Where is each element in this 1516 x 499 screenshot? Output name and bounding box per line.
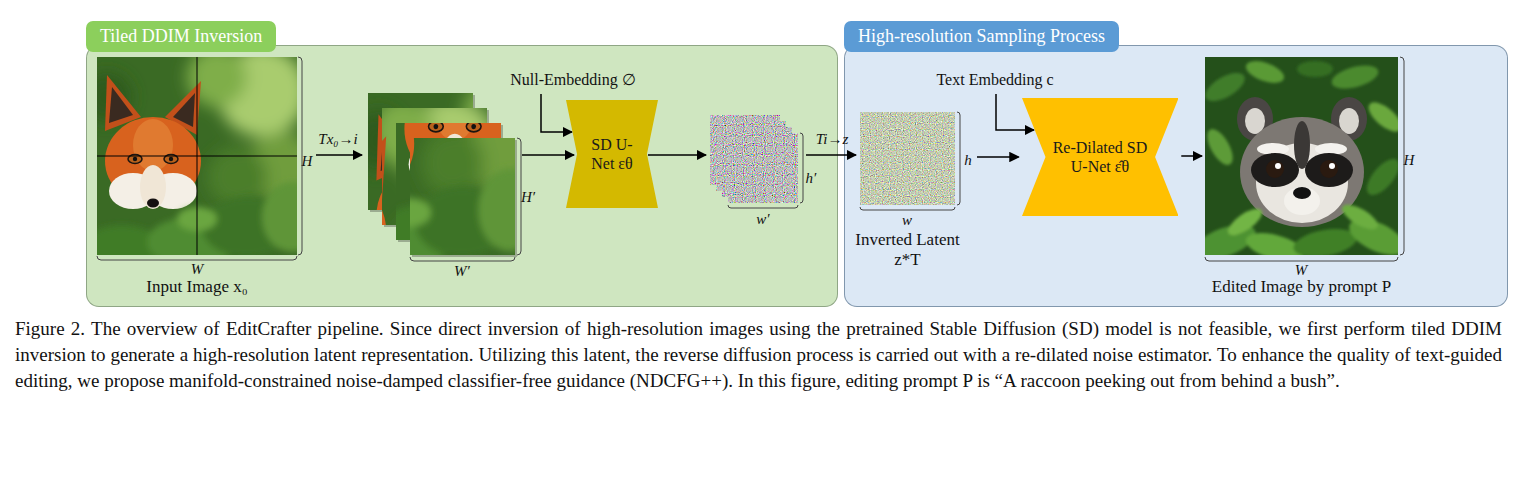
dimension-bracket (298, 57, 302, 255)
unet-box: SD U-Net εθ (566, 100, 658, 208)
latent-frame: Inverted Latent z*T (860, 112, 955, 205)
embedding-label: Null-Embedding ∅ (510, 71, 636, 89)
noise-tiles (710, 115, 780, 185)
dimension-bracket (1400, 57, 1404, 255)
noise-tiles (728, 133, 798, 203)
dimension-label: W (191, 260, 204, 278)
transform-label: Ti→z (816, 130, 849, 148)
dimension-bracket (410, 257, 515, 261)
panel-tab: High-resolution Sampling Process (844, 21, 1119, 52)
image-tiles (380, 0, 632, 257)
unet-shape (1022, 98, 1179, 216)
edited-image (1190, 57, 1410, 267)
embedding-label: Text Embedding c (936, 71, 1053, 89)
dimension-bracket (1205, 257, 1398, 261)
input-image (82, 47, 322, 269)
panel-title: Tiled DDIM Inversion (100, 26, 262, 46)
input-image (97, 57, 297, 255)
dimension-bracket (728, 205, 798, 208)
dimension-label: h (964, 151, 972, 169)
unet-shape (566, 100, 658, 208)
image-frame: Edited Image by prompt P (1205, 57, 1398, 255)
noise-tiles (722, 127, 792, 197)
image-caption: Edited Image by prompt P (1212, 277, 1391, 297)
image-tiles (289, 9, 541, 271)
dimension-bracket (97, 256, 297, 260)
flow-arrow (806, 154, 856, 156)
input-image (82, 47, 322, 269)
image-tiles (412, 140, 517, 257)
noise-tiles (716, 121, 786, 191)
unet-label: SD U-Net εθ (581, 135, 643, 173)
flow-connector (977, 156, 1019, 158)
dimension-bracket (97, 57, 1404, 261)
unet-box: Re-Dilated SD U-Net ε̂θ (1022, 98, 1179, 216)
dimension-bracket (860, 207, 955, 210)
edited-image (1190, 57, 1410, 267)
dimension-label: H (302, 152, 313, 170)
image-frame: Input Image x₀ (97, 57, 297, 255)
image-tiles (398, 125, 503, 242)
flow-arrow (541, 94, 572, 132)
dimension-bracket (800, 133, 803, 203)
flow-arrow (522, 154, 574, 156)
image-tiles (380, 0, 632, 257)
flow-arrow (648, 154, 706, 156)
dimension-label: H (1404, 151, 1415, 169)
unet-shape (1022, 98, 1179, 216)
dimension-bracket (517, 138, 521, 255)
unet-label: Re-Dilated SD U-Net ε̂θ (1048, 138, 1152, 176)
image-tiles (289, 9, 541, 271)
dimension-label: w′ (756, 210, 769, 228)
input-image (82, 47, 322, 269)
image-caption: Inverted Latent z*T (848, 230, 968, 270)
unet-shape (566, 100, 658, 208)
noise-tiles (710, 115, 798, 203)
dimension-label: h′ (806, 169, 817, 187)
flow-arrow (316, 154, 362, 156)
flow-arrow (996, 94, 1034, 130)
image-tiles (261, 0, 632, 359)
dimension-bracket (957, 112, 960, 205)
panel-tab: Tiled DDIM Inversion (86, 21, 276, 52)
image-tiles (352, 81, 604, 343)
image-tiles (370, 95, 475, 212)
dimension-label: w (902, 211, 912, 229)
image-tiles (352, 81, 604, 343)
dimension-label: H′ (521, 188, 535, 206)
latent-noise (860, 112, 955, 205)
dimension-label: W′ (454, 262, 470, 280)
image-tiles (384, 110, 489, 227)
transform-label: Tx₀→i (318, 130, 357, 148)
image-caption: Input Image x₀ (146, 277, 247, 297)
figure-caption: Figure 2. The overview of EditCrafter pi… (15, 316, 1502, 394)
flow-arrow (316, 94, 1034, 155)
dimension-label: W (1295, 261, 1308, 279)
flow-connector (1181, 155, 1202, 157)
panel-title: High-resolution Sampling Process (858, 26, 1105, 46)
